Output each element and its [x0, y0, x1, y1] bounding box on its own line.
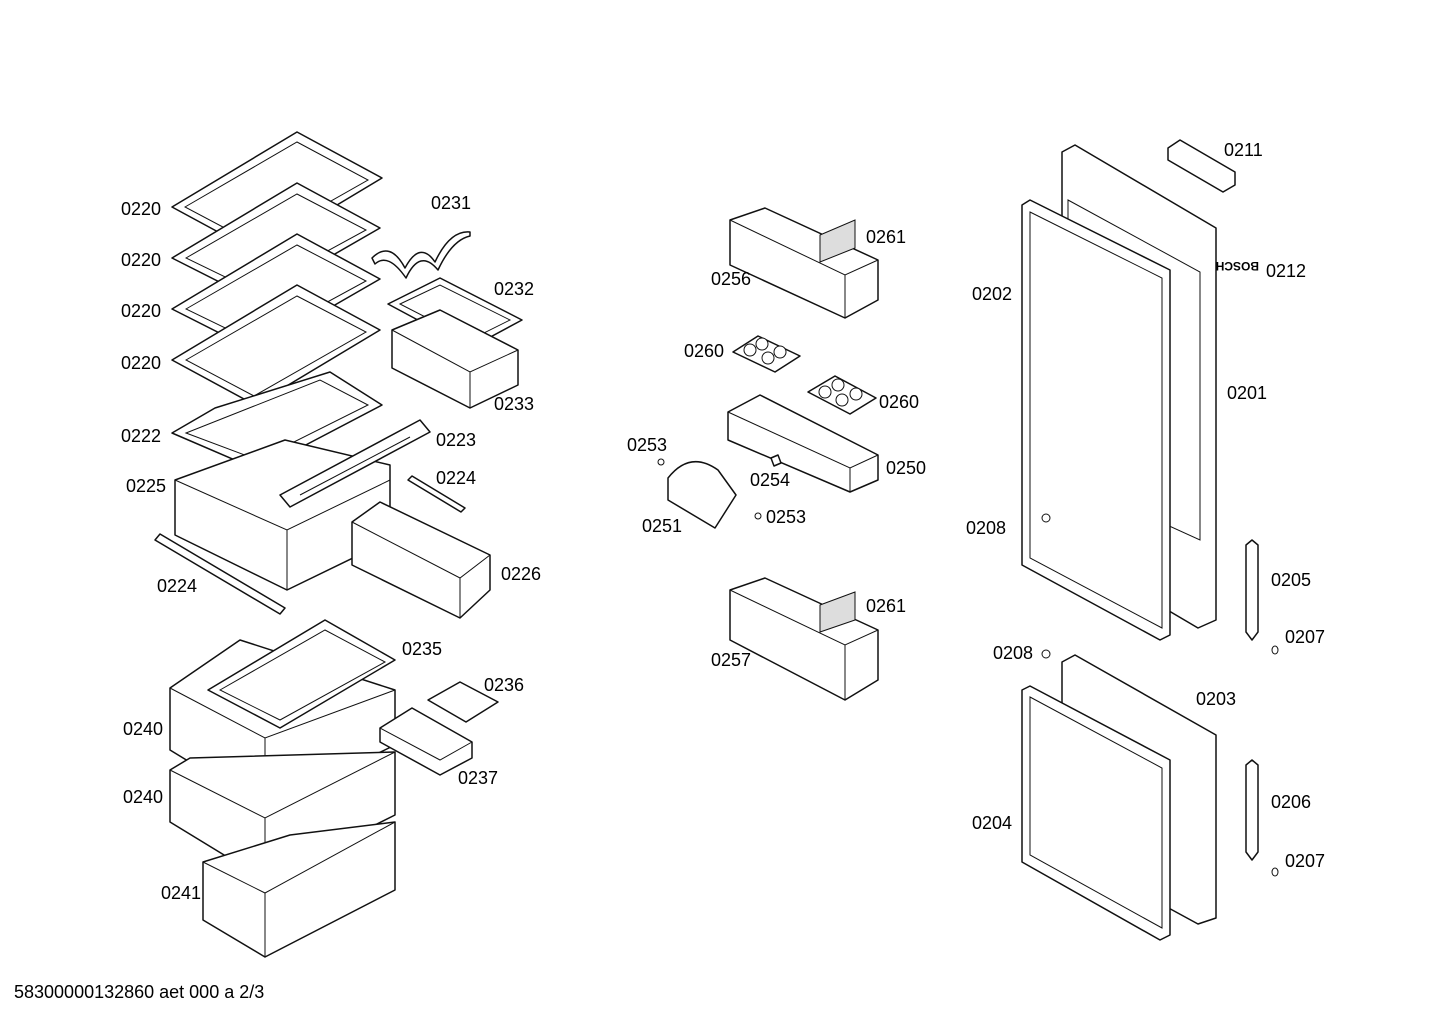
bin-0226: [351, 501, 491, 619]
callout-0208-lower: 0208: [993, 643, 1034, 663]
egg-tray-0260-right: [807, 375, 877, 415]
hinge-0208-upper: [1041, 513, 1051, 523]
callout-0231: 0231: [431, 193, 472, 213]
callout-0208-upper: 0208: [966, 518, 1007, 538]
callout-0250: 0250: [886, 458, 927, 478]
callout-0207-lower: 0207: [1285, 851, 1326, 871]
cap-0207-lower: [1271, 867, 1279, 877]
callout-0256: 0256: [711, 269, 752, 289]
door-gasket-0202: [1021, 199, 1171, 641]
door-rack-0250: [727, 394, 879, 493]
callout-0205: 0205: [1271, 570, 1312, 590]
callout-0206: 0206: [1271, 792, 1312, 812]
callout-0202: 0202: [972, 284, 1013, 304]
callout-0220-4: 0220: [121, 353, 162, 373]
callout-0207-upper: 0207: [1285, 627, 1326, 647]
divider-0261-top: [819, 219, 856, 263]
flap-0251: [667, 461, 737, 529]
callout-0203: 0203: [1196, 689, 1237, 709]
door-handle-0206: [1245, 759, 1259, 861]
callout-0240-1: 0240: [123, 719, 164, 739]
small-part-0254: [770, 454, 782, 467]
callout-0204: 0204: [972, 813, 1013, 833]
door-rack-0257: [729, 577, 879, 701]
handle-0211: [1167, 139, 1236, 193]
glass-shelf-0220-4: [171, 284, 381, 406]
callout-0225: 0225: [126, 476, 167, 496]
callout-0235: 0235: [402, 639, 443, 659]
brand-mark: BOSCH: [1216, 259, 1259, 273]
callout-0212: 0212: [1266, 261, 1307, 281]
crisper-cover-0223: [279, 419, 431, 508]
small-part-0253-right: [754, 512, 762, 520]
callout-0220-3: 0220: [121, 301, 162, 321]
ice-tray-0236: [427, 681, 499, 723]
callout-0211: 0211: [1224, 140, 1263, 160]
ice-box-0237: [379, 707, 473, 776]
freezer-drawer-0240-2: [169, 751, 396, 881]
door-rack-0256: [729, 207, 879, 319]
callout-0254: 0254: [750, 470, 791, 490]
rail-0224-right: [407, 475, 466, 513]
logo-0212: BOSCH: [1216, 259, 1259, 273]
callout-0253-left: 0253: [627, 435, 668, 455]
callout-0232: 0232: [494, 279, 535, 299]
callout-0241: 0241: [161, 883, 202, 903]
callout-0226: 0226: [501, 564, 542, 584]
callout-0253-right: 0253: [766, 507, 807, 527]
callout-0233: 0233: [494, 394, 535, 414]
small-part-0253-left: [657, 458, 665, 466]
freezer-gasket-0204: [1021, 685, 1171, 941]
wavy-insert-0231: [371, 231, 471, 279]
callout-0237: 0237: [458, 768, 499, 788]
callout-0236: 0236: [484, 675, 525, 695]
tray-0235: [207, 619, 396, 729]
callout-0223: 0223: [436, 430, 477, 450]
document-footer: 58300000132860 aet 000 a 2/3: [14, 982, 265, 1002]
callout-0240-2: 0240: [123, 787, 164, 807]
callout-0260-right: 0260: [879, 392, 920, 412]
egg-tray-0260-left: [732, 335, 801, 373]
callout-0251: 0251: [642, 516, 683, 536]
callout-0257: 0257: [711, 650, 752, 670]
callout-0260-left: 0260: [684, 341, 725, 361]
cap-0207-upper: [1271, 645, 1279, 655]
rail-0224-left: [154, 533, 286, 615]
callout-0201: 0201: [1227, 383, 1268, 403]
callout-0261-top: 0261: [866, 227, 907, 247]
callout-0224-left: 0224: [157, 576, 198, 596]
divider-0261-bottom: [819, 591, 856, 633]
door-handle-0205: [1245, 539, 1259, 641]
callout-0261-bottom: 0261: [866, 596, 907, 616]
freezer-drawer-0241: [202, 821, 396, 958]
container-0233: [391, 309, 519, 409]
hinge-0208-lower: [1041, 649, 1051, 659]
callout-0224-right: 0224: [436, 468, 477, 488]
callout-0220-2: 0220: [121, 250, 162, 270]
callout-0220-1: 0220: [121, 199, 162, 219]
callout-0222: 0222: [121, 426, 162, 446]
